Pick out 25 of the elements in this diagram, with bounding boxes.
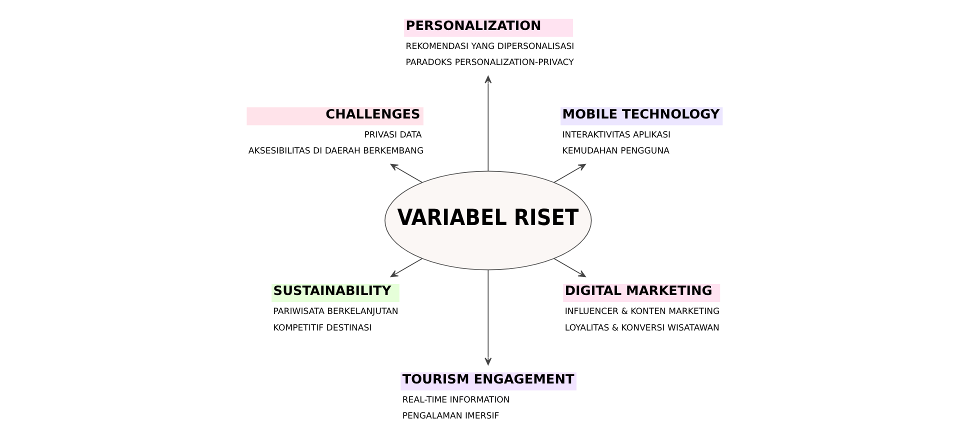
node-label: LOYALITAS & KONVERSI WISATAWAN [564,323,719,334]
node-label: PARIWISATA BERKELANJUTAN [272,307,398,318]
node-box: CHALLENGES [246,107,423,126]
node-box: MOBILE TECHNOLOGY [560,107,722,126]
node-box: PERSONALIZATION [404,18,573,37]
arrow [484,76,492,172]
node-label: INTERAKTIVITAS APLIKASI [562,130,670,140]
node-box: DIGITAL MARKETING [562,284,720,302]
arrow [553,164,586,183]
node-label: INFLUENCER & KONTEN MARKETING [564,307,720,318]
node-label: REAL-TIME INFORMATION [402,395,510,406]
node-ellipse: VARIABEL RISET [384,170,592,270]
arrow [484,270,492,366]
node-label: PRIVASI DATA [364,130,422,140]
node-label: REKOMENDASI YANG DIPERSONALISASI [405,42,574,52]
arrow [390,258,422,278]
node-label: AKSESIBILITAS DI DAERAH BERKEMBANG [248,146,424,157]
node-box: SUSTAINABILITY [271,284,399,302]
arrow [553,258,586,278]
node-box: TOURISM ENGAGEMENT [400,372,576,390]
node-label: KOMPETITIF DESTINASI [272,323,372,334]
node-label: KEMUDAHAN PENGGUNA [562,146,669,157]
node-label: PARADOKS PERSONALIZATION-PRIVACY [405,58,574,68]
node-label: PENGALAMAN IMERSIF [402,412,499,422]
arrow [390,164,422,183]
